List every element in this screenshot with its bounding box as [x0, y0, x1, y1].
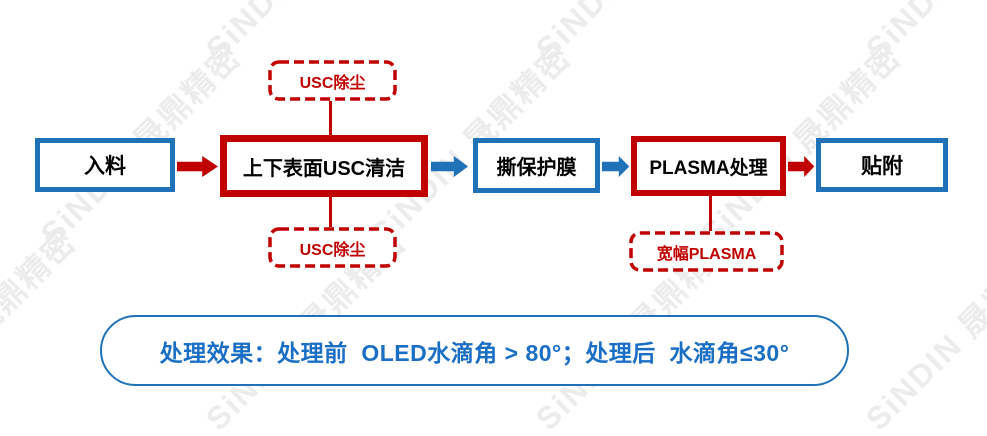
- flow-node-input-label: 入料: [84, 155, 126, 178]
- callout-label: USC除尘: [299, 74, 366, 92]
- arrow-right-icon: [788, 155, 815, 178]
- callout-wide-plasma: 宽幅PLASMA: [629, 231, 784, 272]
- flow-node-peel-film: 撕保护膜: [473, 138, 600, 193]
- callout-usc-dust-top: USC除尘: [268, 60, 397, 101]
- connector-line-bottom: [329, 195, 332, 228]
- callout-label: USC除尘: [299, 241, 366, 259]
- connector-line-top: [329, 100, 332, 137]
- arrow-right-icon: [431, 155, 469, 178]
- flow-node-peel-film-label: 撕保护膜: [496, 157, 577, 179]
- flow-node-usc-clean: 上下表面USC清洁: [220, 135, 428, 197]
- watermark-text: SiNDIN 晟鼎精密: [524, 0, 746, 69]
- dashed-border: [268, 60, 397, 101]
- callout-label: 宽幅PLASMA: [656, 245, 757, 263]
- flow-node-plasma-label: PLASMA处理: [649, 157, 768, 179]
- watermark-text: SiNDIN 晟鼎精密: [858, 222, 987, 436]
- flow-node-plasma: PLASMA处理: [631, 136, 786, 196]
- watermark-text: SiNDIN 晟鼎精密: [854, 0, 987, 69]
- caption-box: 处理效果：处理前 OLED水滴角 > 80°；处理后 水滴角≤30°: [100, 315, 849, 386]
- flow-node-attach: 贴附: [816, 138, 948, 192]
- dashed-border: [268, 227, 397, 268]
- watermark-text: SiNDIN 晟鼎精密: [0, 0, 85, 69]
- watermark-text: SiNDIN 晟鼎精密: [0, 222, 84, 436]
- caption-text: 处理效果：处理前 OLED水滴角 > 80°；处理后 水滴角≤30°: [159, 339, 790, 366]
- arrow-right-icon: [177, 155, 219, 178]
- arrow-right-icon: [602, 155, 630, 178]
- callout-usc-dust-bottom: USC除尘: [268, 227, 397, 268]
- flow-node-input: 入料: [35, 138, 175, 192]
- connector-line-plasma: [709, 194, 712, 232]
- flow-node-attach-label: 贴附: [861, 155, 903, 178]
- watermark-text: SiNDIN 晟鼎精密: [194, 0, 416, 69]
- dashed-border: [629, 231, 784, 272]
- flow-node-usc-clean-label: 上下表面USC清洁: [242, 157, 406, 180]
